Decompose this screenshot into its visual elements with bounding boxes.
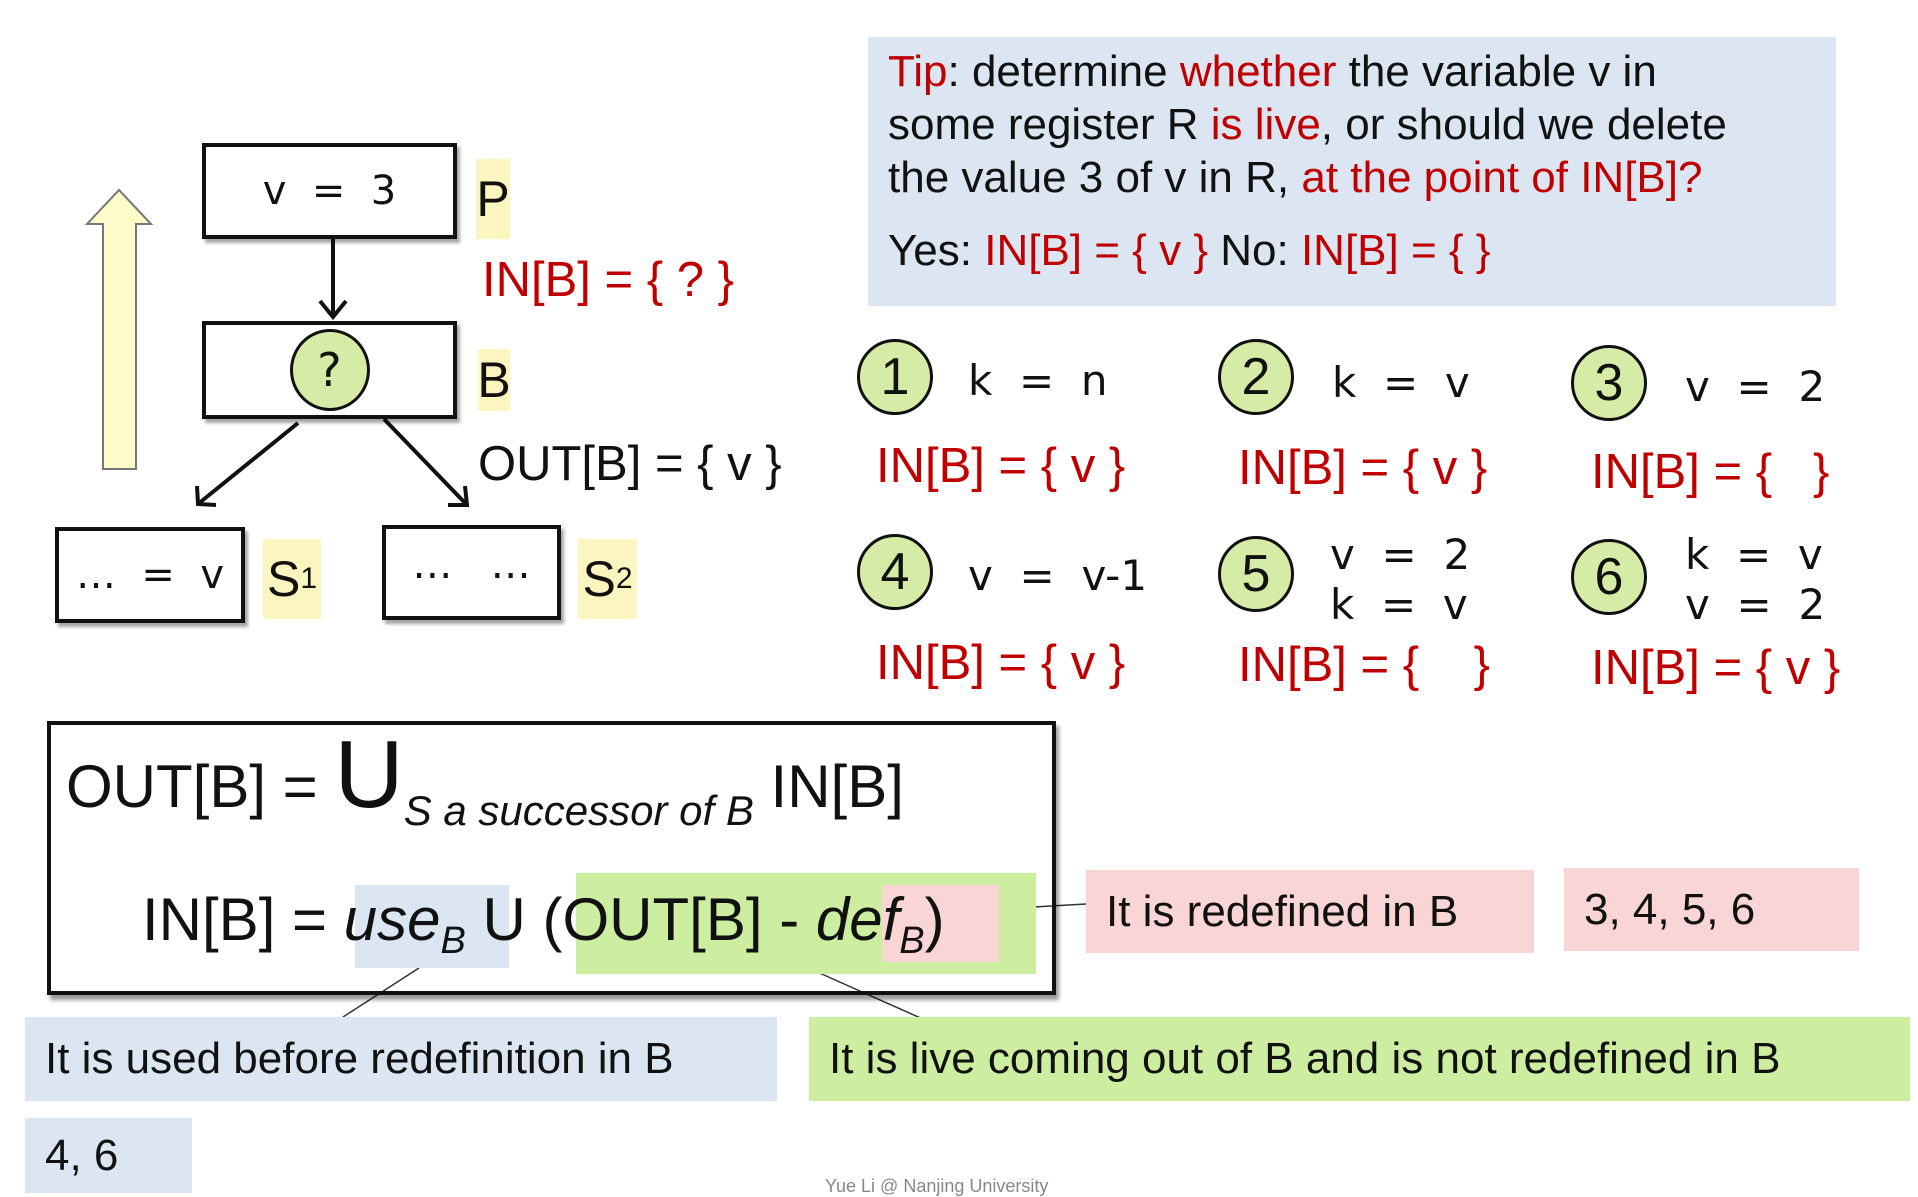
block-s2: … …: [382, 525, 561, 620]
note-used-before: It is used before redefinition in B: [25, 1017, 777, 1101]
number-4-icon: 4: [857, 534, 933, 610]
out-equation: OUT[B] = US a successor of B IN[B]: [66, 721, 904, 835]
block-b-label: B: [477, 349, 511, 411]
note-used-cases: 4, 6: [25, 1118, 192, 1193]
note-live-out: It is live coming out of B and is not re…: [809, 1017, 1910, 1101]
use-highlight: [355, 885, 509, 968]
number-3-icon: 3: [1571, 345, 1647, 421]
tip-answer-line: Yes: IN[B] = { v } No: IN[B] = { }: [888, 226, 1491, 275]
option-result: IN[B] = { v }: [1238, 441, 1488, 495]
number-5-icon: 5: [1218, 536, 1294, 612]
number-1-icon: 1: [857, 339, 933, 415]
option-code: k = v: [1332, 358, 1470, 407]
edge-b-to-s1: [196, 421, 300, 506]
option-code: v = v-1: [968, 551, 1148, 600]
connector-live: [814, 970, 926, 1021]
note-redefined: It is redefined in B: [1086, 870, 1534, 953]
note-redefined-cases: 3, 4, 5, 6: [1564, 868, 1859, 951]
option-code: k = v v = 2: [1685, 530, 1826, 629]
tip-line-1: Tip: determine whether the variable v in: [888, 47, 1657, 96]
in-b-unknown: IN[B] = { ? }: [482, 253, 734, 307]
block-p: v = 3: [202, 143, 457, 239]
def-highlight: [882, 885, 999, 962]
block-s1: … = v: [55, 527, 245, 623]
option-result: IN[B] = { v }: [1591, 641, 1841, 695]
option-code: v = 2 k = v: [1330, 530, 1471, 629]
option-code: v = 2: [1685, 362, 1826, 411]
out-b-value: OUT[B] = { v }: [478, 437, 782, 491]
footer-credit: Yue Li @ Nanjing University: [825, 1176, 1049, 1196]
option-result: IN[B] = { }: [1238, 638, 1490, 692]
option-result: IN[B] = { }: [1591, 445, 1830, 499]
tip-line-2: some register R is live, or should we de…: [888, 100, 1727, 149]
tip-box: Tip: determine whether the variable v in…: [868, 37, 1836, 306]
edge-b-to-s2: [382, 417, 469, 507]
in-equation: IN[B] = useB U (OUT[B] - defB): [142, 886, 945, 962]
liveness-equations-box: [47, 721, 1056, 995]
number-6-icon: 6: [1571, 539, 1647, 615]
option-result: IN[B] = { v }: [876, 439, 1126, 493]
block-b: ?: [202, 321, 457, 419]
option-code: k = n: [968, 356, 1108, 405]
tip-line-3: the value 3 of v in R, at the point of I…: [888, 153, 1703, 202]
question-mark-icon: ?: [289, 329, 370, 411]
option-result: IN[B] = { v }: [876, 636, 1126, 690]
block-p-label: P: [476, 159, 510, 239]
backward-flow-arrow-icon: [84, 188, 154, 470]
number-2-icon: 2: [1218, 339, 1294, 415]
